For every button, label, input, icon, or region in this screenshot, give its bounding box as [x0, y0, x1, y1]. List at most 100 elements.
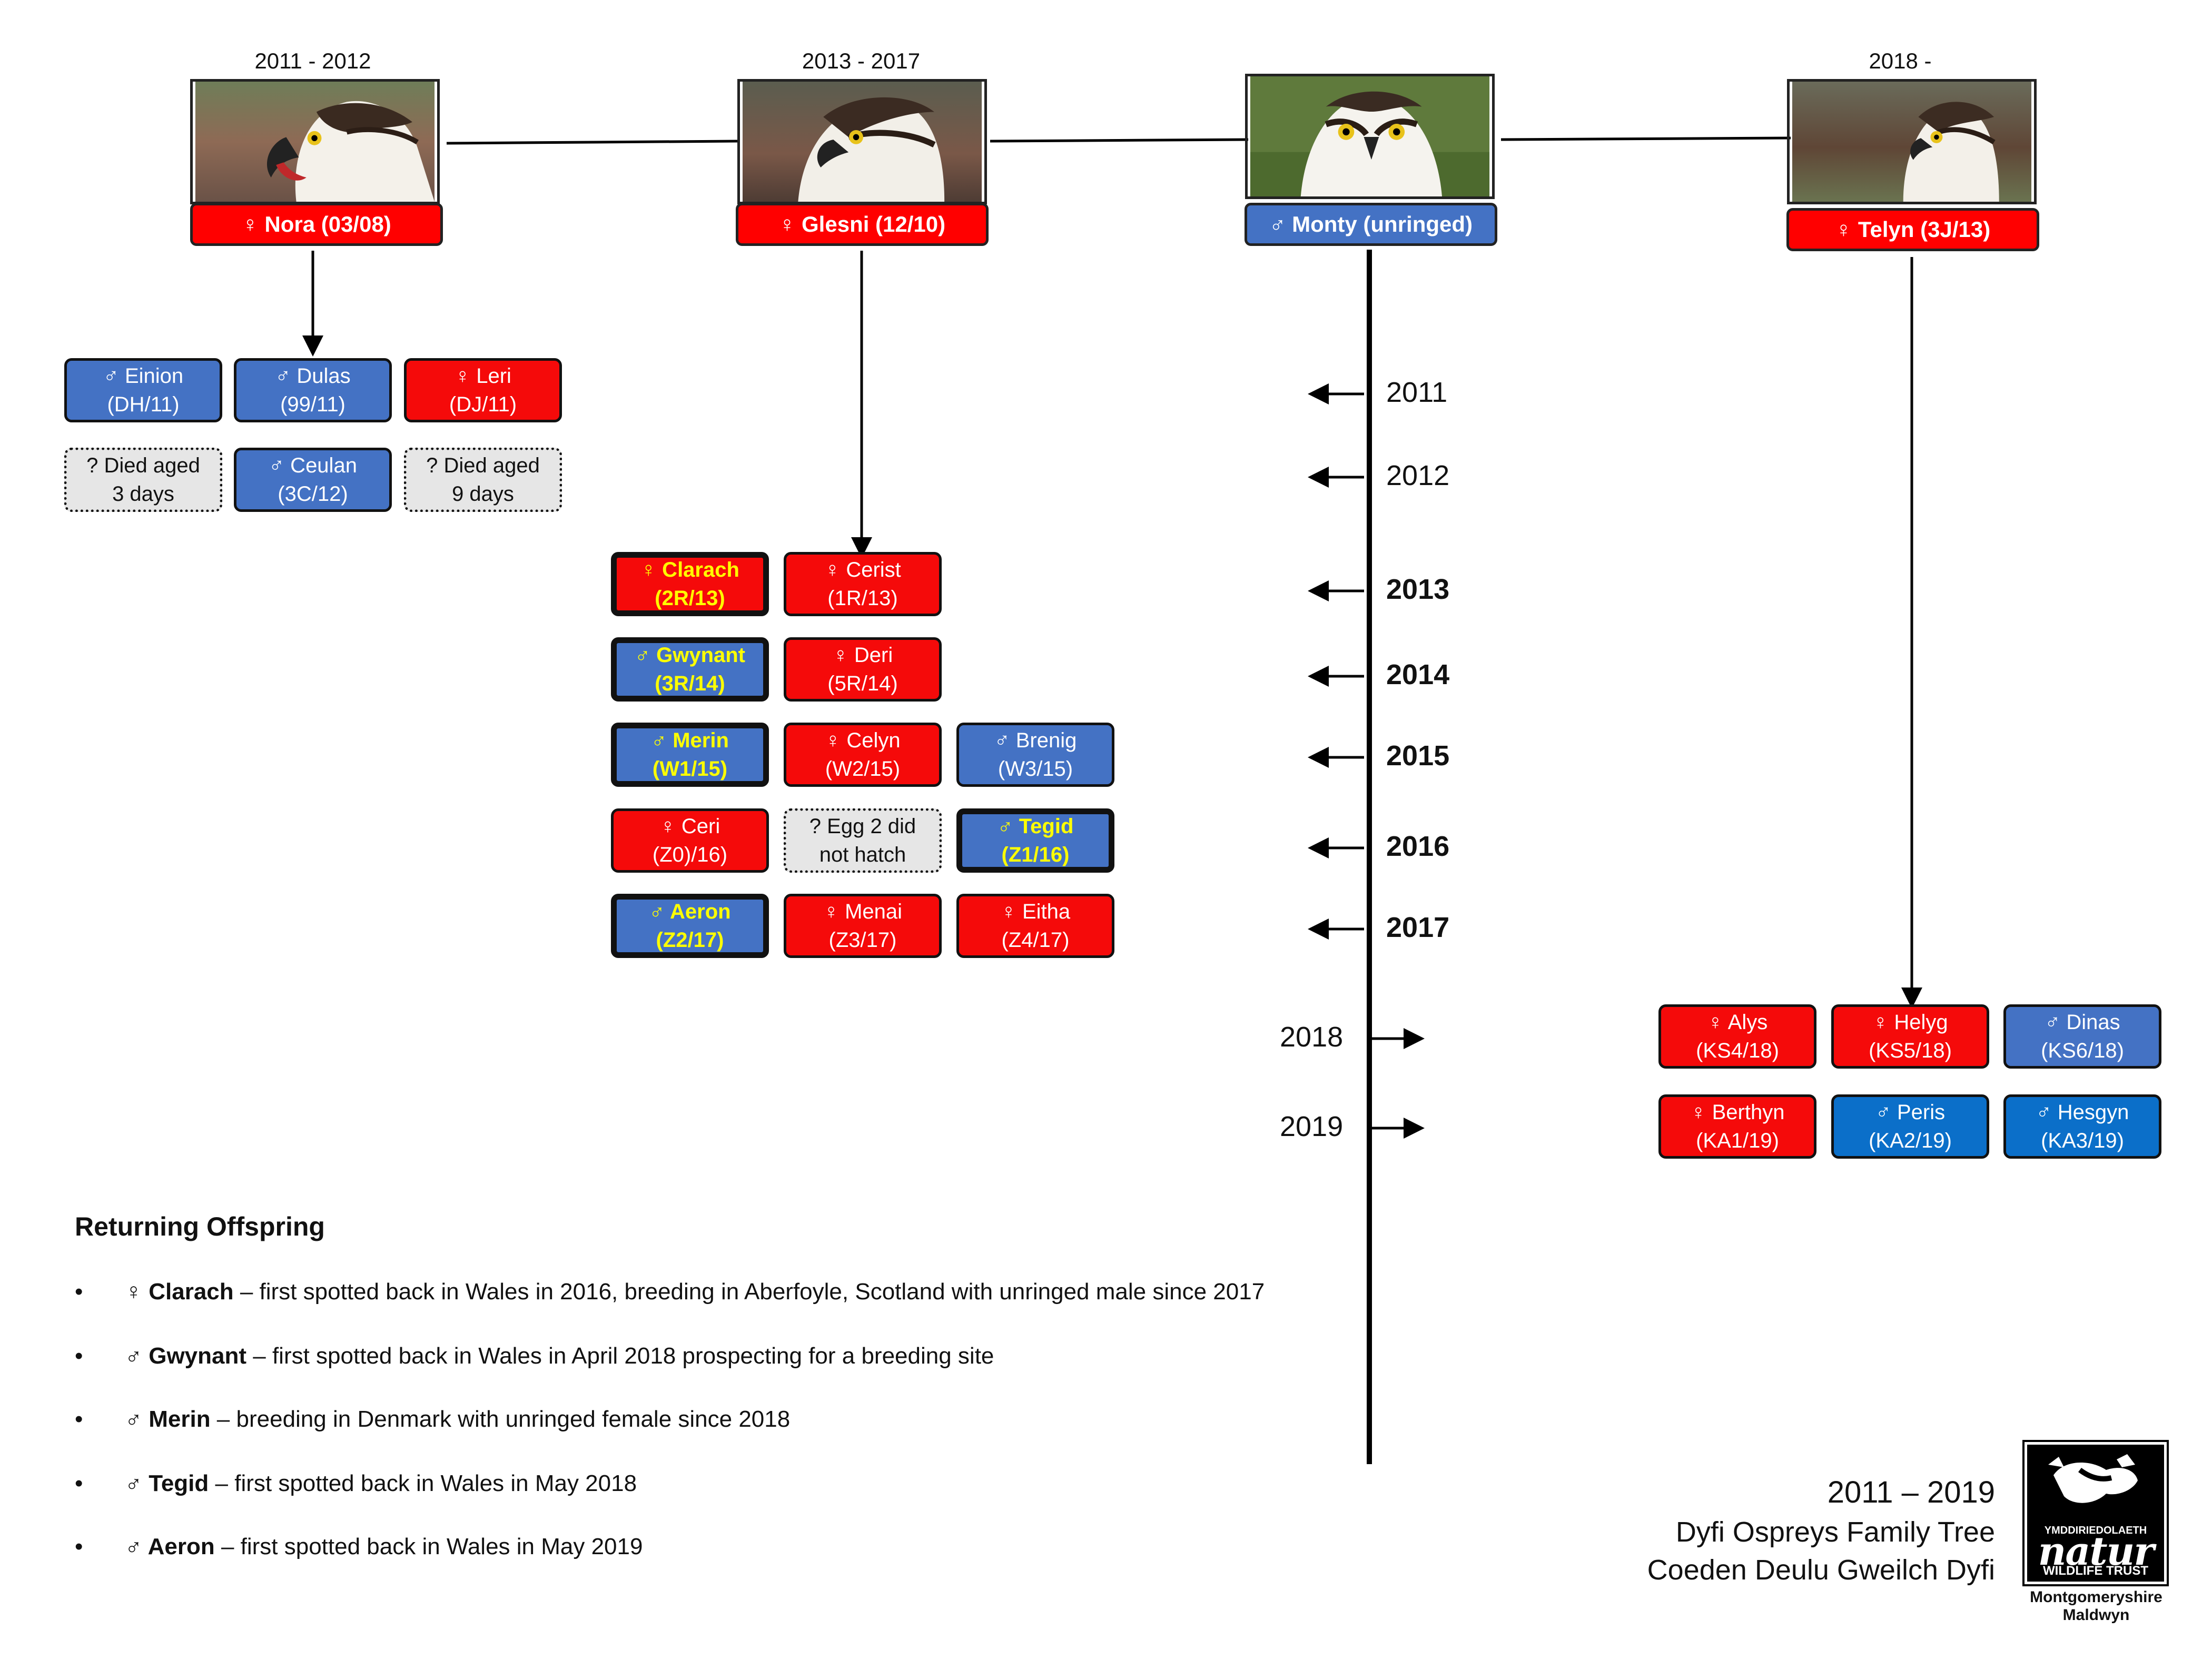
logo-top-text: YMDDIRIEDOLAETH	[2044, 1525, 2147, 1536]
chick-box: ♀ Eitha (Z4/17)	[956, 894, 1114, 958]
returning-bird-name: ♂ Tegid	[125, 1470, 209, 1496]
chick-ring: (KA1/19)	[1696, 1129, 1779, 1152]
chick-name: ♀ Menai	[823, 900, 903, 923]
returning-offspring-item: •♂ Tegid – first spotted back in Wales i…	[75, 1470, 637, 1497]
chick-box: ♀ Berthyn (KA1/19)	[1658, 1094, 1816, 1159]
chick-box: ♂ Dinas (KS6/18)	[2003, 1004, 2161, 1069]
bullet: •	[75, 1279, 83, 1305]
chick-name: ♂ Brenig	[994, 729, 1077, 752]
chick-ring: (KA3/19)	[2041, 1129, 2124, 1152]
chick-box: ♀ Alys (KS4/18)	[1658, 1004, 1816, 1069]
chick-box: ♂ Gwynant(3R/14)	[611, 637, 769, 702]
year-label: 2017	[1386, 912, 1450, 943]
wildlife-trust-logo: YMDDIRIEDOLAETH natur WILDLIFE TRUST	[2022, 1440, 2169, 1586]
chick-box: ♂ Tegid(Z1/16)	[956, 808, 1114, 873]
chick-box: ♀ Clarach(2R/13)	[611, 552, 769, 616]
nora-photo	[190, 79, 440, 204]
chick-box: ♀ Helyg (KS5/18)	[1831, 1004, 1989, 1069]
chick-box: ♀ Cerist (1R/13)	[784, 552, 942, 616]
chick-name: ♂ Gwynant	[634, 644, 746, 667]
year-label: 2011	[1386, 377, 1448, 408]
chick-ring: (1R/13)	[827, 587, 898, 610]
parent-label-nora: ♀ Nora (03/08)	[190, 203, 443, 246]
chick-ring: (2R/13)	[655, 587, 725, 610]
chick-ring: (3C/12)	[278, 482, 348, 506]
year-label: 2019	[1280, 1111, 1344, 1142]
logo-region-english: Montgomeryshire	[2030, 1588, 2162, 1606]
chick-name: ♂ Aeron	[649, 900, 731, 923]
chick-name: ♀ Leri	[455, 364, 511, 388]
chick-ring: (KS4/18)	[1696, 1039, 1779, 1062]
chick-box: ♀ Menai (Z3/17)	[784, 894, 942, 958]
chick-name: ♂ Dinas	[2045, 1011, 2120, 1034]
chick-box: ♂ Einion(DH/11)	[64, 358, 222, 422]
chick-box: ♀ Leri (DJ/11)	[404, 358, 562, 422]
chick-ring: (Z3/17)	[828, 929, 897, 952]
badger-icon	[2048, 1454, 2138, 1503]
chick-box: ♀ Deri(5R/14)	[784, 637, 942, 702]
chick-name: ♀ Eitha	[1000, 900, 1071, 923]
caption-english: Dyfi Ospreys Family Tree	[1675, 1516, 1995, 1548]
chick-name: ♀ Cerist	[824, 558, 901, 581]
bullet: •	[75, 1343, 83, 1369]
osprey-image	[1792, 82, 2032, 202]
chick-name: ♂ Hesgyn	[2036, 1101, 2129, 1124]
logo-main-text: natur	[2038, 1529, 2155, 1574]
parent-label-telyn: ♀ Telyn (3J/13)	[1786, 208, 2039, 251]
partner-line-glesni-monty	[990, 138, 1249, 143]
chick-box: ♀ Ceri(Z0)/16)	[611, 808, 769, 873]
returning-bird-note: – first spotted back in Wales in April 2…	[246, 1343, 994, 1369]
logo-bottom-text: WILDLIFE TRUST	[2043, 1564, 2148, 1578]
bullet: •	[75, 1534, 83, 1559]
chick-ring: 3 days	[112, 482, 174, 506]
chick-box: ♂ Hesgyn (KA3/19)	[2003, 1094, 2161, 1159]
period-telyn: 2018 -	[1869, 48, 1932, 73]
returning-bird-note: – breeding in Denmark with unringed fema…	[210, 1406, 791, 1432]
caption-welsh: Coeden Deulu Gweilch Dyfi	[1647, 1554, 1995, 1586]
chick-ring: (KS5/18)	[1869, 1039, 1952, 1062]
logo-region-welsh: Maldwyn	[2062, 1606, 2130, 1624]
chick-name: ♀ Alys	[1707, 1011, 1768, 1034]
partner-line-monty-telyn	[1500, 136, 1791, 141]
osprey-image	[1250, 76, 1490, 196]
returning-bird-name: ♀ Clarach	[125, 1279, 234, 1305]
returning-offspring-item: •♀ Clarach – first spotted back in Wales…	[75, 1279, 1265, 1305]
returning-offspring-item: •♂ Aeron – first spotted back in Wales i…	[75, 1534, 643, 1560]
chick-box: ♂ Ceulan (3C/12)	[234, 448, 392, 512]
chick-box: ♂ Peris(KA2/19)	[1831, 1094, 1989, 1159]
parent-label-monty: ♂ Monty (unringed)	[1245, 203, 1497, 246]
returning-bird-name: ♂ Merin	[125, 1406, 211, 1432]
chick-ring: (Z0)/16)	[652, 843, 728, 866]
parent-label-glesni: ♀ Glesni (12/10)	[736, 203, 989, 246]
period-nora: 2011 - 2012	[254, 48, 371, 73]
chick-ring: (KS6/18)	[2041, 1039, 2124, 1062]
chick-name: ♂ Ceulan	[269, 454, 357, 477]
chick-box: ♂ Dulas (99/11)	[234, 358, 392, 422]
year-label: 2018	[1280, 1021, 1344, 1053]
chick-name: ♀ Helyg	[1872, 1011, 1948, 1034]
chick-ring: (W1/15)	[652, 757, 728, 781]
chick-ring: (Z4/17)	[1001, 929, 1070, 952]
chick-box: ♀ Celyn(W2/15)	[784, 723, 942, 787]
chick-name: ♀ Berthyn	[1690, 1101, 1785, 1124]
chick-ring: (W3/15)	[998, 757, 1073, 781]
returning-offspring-item: •♂ Gwynant – first spotted back in Wales…	[75, 1343, 994, 1369]
year-label: 2012	[1386, 460, 1450, 491]
chick-ring: (DJ/11)	[449, 393, 517, 416]
chick-ring: not hatch	[819, 843, 906, 866]
chick-name: ♂ Peris	[1875, 1101, 1946, 1124]
chick-ring: (99/11)	[280, 393, 345, 416]
chick-name: ♂ Dulas	[275, 364, 351, 388]
chick-ring: (Z1/16)	[1001, 843, 1070, 866]
osprey-image	[195, 82, 435, 202]
chick-name: ? Died aged	[426, 454, 540, 477]
partner-line-nora-glesni	[446, 140, 738, 145]
year-label: 2015	[1386, 740, 1450, 772]
returning-bird-name: ♂ Aeron	[125, 1534, 215, 1559]
caption-years: 2011 – 2019	[1827, 1475, 1995, 1509]
bullet: •	[75, 1406, 83, 1432]
